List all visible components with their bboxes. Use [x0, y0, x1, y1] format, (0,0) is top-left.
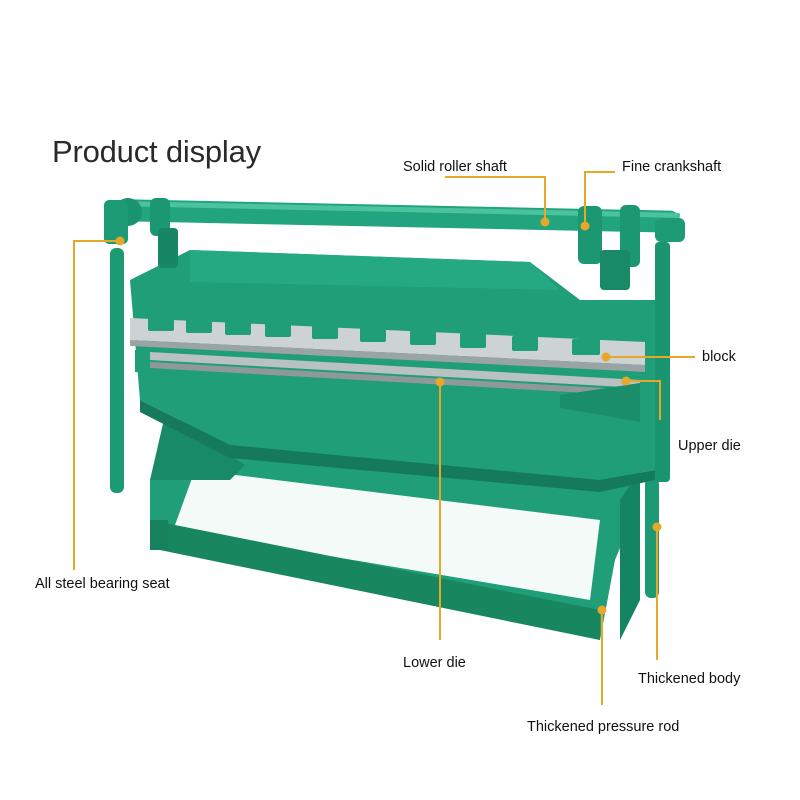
label-block: block	[702, 349, 736, 365]
blocks	[148, 316, 600, 355]
label-thickened-pressure-rod: Thickened pressure rod	[527, 719, 680, 735]
right-handle-rod	[645, 478, 659, 598]
label-all-steel-bearing-seat: All steel bearing seat	[35, 576, 170, 592]
leader-dots	[115, 217, 662, 615]
crankshaft-assembly	[578, 206, 602, 264]
label-upper-die: Upper die	[678, 438, 741, 454]
label-thickened-body: Thickened body	[638, 671, 741, 687]
leader-upper-die	[626, 380, 661, 420]
label-lower-die: Lower die	[403, 655, 466, 671]
machine	[104, 198, 685, 640]
leader-lines	[73, 171, 695, 705]
leader-fine-crankshaft	[584, 171, 615, 226]
label-solid-roller-shaft: Solid roller shaft	[403, 159, 507, 175]
left-handle-rod	[110, 248, 124, 493]
leader-solid-roller-shaft	[445, 176, 546, 222]
leader-all-steel-bearing-seat	[73, 240, 120, 570]
label-fine-crankshaft: Fine crankshaft	[622, 159, 722, 175]
page-title: Product display	[52, 134, 261, 169]
upper-die-strip	[130, 318, 645, 365]
